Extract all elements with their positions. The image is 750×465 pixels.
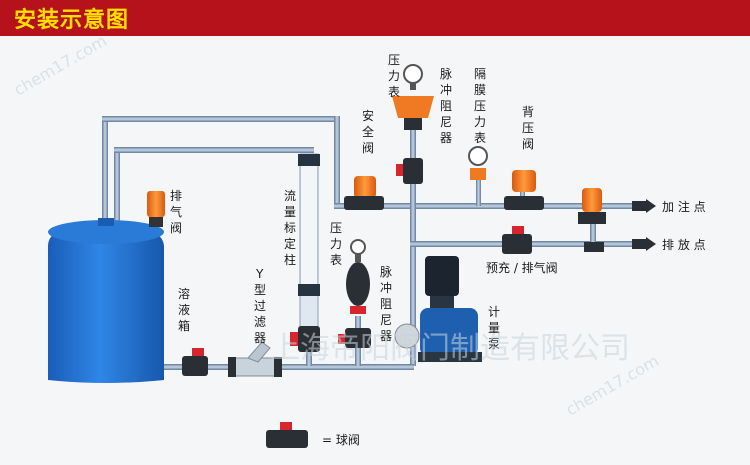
page-title: 安装示意图 (14, 8, 130, 33)
top-pressure-gauge (403, 64, 423, 90)
label-y-filter: Y 型 过 滤 器 (254, 267, 266, 345)
svg-text:安: 安 (362, 108, 374, 123)
solution-tank (48, 218, 164, 383)
back-pressure-valve (504, 170, 544, 210)
label-pressure-gauge-top: 压 力 表 (388, 53, 400, 99)
legend-ball-valve-icon (266, 422, 308, 448)
top-pulse-damper (392, 96, 434, 130)
svg-text:压: 压 (474, 99, 486, 113)
tank-vent-valve (147, 191, 165, 227)
svg-text:滤: 滤 (254, 315, 266, 329)
svg-text:阻: 阻 (380, 297, 392, 311)
svg-text:阀: 阀 (362, 141, 374, 155)
svg-text:溶: 溶 (178, 286, 190, 301)
svg-text:泵: 泵 (488, 337, 500, 351)
svg-text:Y: Y (255, 267, 264, 281)
svg-text:表: 表 (474, 131, 486, 145)
mid-pressure-gauge (350, 239, 366, 262)
svg-text:器: 器 (440, 131, 452, 145)
label-pressure-gauge-mid: 压 力 表 (330, 221, 342, 267)
svg-text:全: 全 (362, 124, 374, 139)
ball-valve-riser (396, 158, 423, 184)
outlet-arrows (632, 199, 656, 251)
label-dosing-point: 加 注 点 (662, 199, 706, 214)
svg-text:表: 表 (330, 253, 342, 267)
diaphragm-pressure-gauge (468, 146, 488, 180)
svg-text:阀: 阀 (522, 137, 534, 151)
installation-diagram: chem17.com chem17.com (11, 36, 706, 448)
svg-text:尼: 尼 (380, 313, 392, 327)
svg-text:脉: 脉 (440, 66, 452, 81)
svg-text:液: 液 (178, 302, 190, 317)
svg-text:器: 器 (380, 329, 392, 343)
svg-text:标: 标 (284, 221, 296, 235)
svg-text:膜: 膜 (474, 83, 486, 97)
svg-text:压: 压 (522, 121, 534, 135)
label-back-pressure-valve: 背 压 阀 (522, 105, 534, 151)
label-prime-vent-valve: 预充 / 排气阀 (486, 260, 558, 275)
svg-text:冲: 冲 (380, 280, 392, 295)
svg-text:器: 器 (254, 331, 266, 345)
flow-calibration-column (298, 153, 320, 337)
svg-text:型: 型 (254, 283, 266, 297)
label-diaphragm-gauge: 隔 膜 压 力 表 (474, 67, 486, 145)
label-safety-valve: 安 全 阀 (362, 108, 374, 155)
title-bar: 安装示意图 (0, 0, 750, 36)
label-pressure-gauge-top-3: 表 (388, 85, 400, 99)
label-vent-valve: 排 气 阀 (170, 189, 182, 235)
svg-text:力: 力 (474, 115, 486, 129)
label-tank: 溶 液 箱 (178, 286, 190, 333)
ball-valve-column (290, 326, 320, 352)
ball-valve-tank-outlet (182, 348, 208, 376)
svg-text:阀: 阀 (170, 221, 182, 235)
svg-text:脉: 脉 (380, 264, 392, 279)
svg-text:压: 压 (330, 221, 342, 235)
svg-text:背: 背 (522, 105, 534, 119)
metering-pump (394, 256, 482, 362)
svg-text:量: 量 (284, 205, 296, 219)
safety-valve (344, 176, 384, 210)
svg-text:柱: 柱 (284, 252, 296, 267)
legend-ball-valve-label: = 球阀 (322, 433, 360, 447)
svg-text:阻: 阻 (440, 99, 452, 113)
label-pressure-gauge-top-2: 力 (388, 69, 400, 83)
label-metering-pump: 计 量 泵 (488, 305, 500, 351)
label-pressure-gauge-top-1: 压 (388, 53, 400, 67)
svg-text:隔: 隔 (474, 67, 486, 81)
label-pulse-damper-top: 脉 冲 阻 尼 器 (440, 66, 452, 145)
label-pulse-damper-mid: 脉 冲 阻 尼 器 (380, 264, 392, 343)
svg-text:定: 定 (284, 236, 296, 251)
label-flow-column: 流 量 标 定 柱 (284, 189, 296, 267)
svg-text:力: 力 (330, 237, 342, 251)
svg-text:箱: 箱 (178, 318, 190, 333)
mid-pulse-damper (346, 262, 370, 314)
svg-text:排: 排 (170, 189, 182, 203)
svg-text:尼: 尼 (440, 115, 452, 129)
prime-vent-ball-valve (502, 226, 532, 254)
svg-text:冲: 冲 (440, 82, 452, 97)
svg-text:量: 量 (488, 321, 500, 335)
svg-text:计: 计 (488, 305, 500, 319)
dosing-side-valve (578, 188, 606, 252)
svg-text:流: 流 (284, 189, 296, 203)
label-discharge-point: 排 放 点 (662, 237, 706, 252)
watermark-site-top: chem17.com (11, 36, 111, 99)
y-filter (228, 341, 282, 377)
watermark-company: 上海帝阳阀门制造有限公司 (270, 331, 630, 366)
ball-valve-damper (338, 328, 371, 348)
svg-text:过: 过 (254, 299, 266, 313)
svg-text:气: 气 (170, 204, 182, 219)
